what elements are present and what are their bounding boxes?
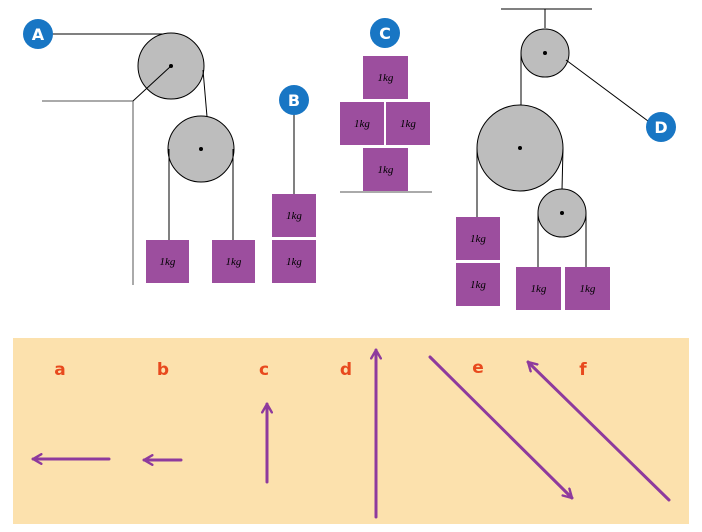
rope: [565, 59, 649, 122]
badge-d-label: D: [654, 118, 667, 137]
badge-b-label: B: [288, 91, 300, 110]
answer-panel-background: [13, 338, 689, 524]
weight-block: [516, 267, 561, 310]
weight-label: 1kg: [354, 118, 370, 130]
rope: [561, 147, 564, 191]
arrow-label-b: b: [157, 360, 169, 380]
arrow-label-c: c: [259, 360, 269, 380]
weight-label: 1kg: [160, 256, 176, 268]
weight-block: [456, 217, 500, 260]
arrow-label-e: e: [472, 358, 484, 378]
weight-label: 1kg: [580, 283, 596, 295]
weight-block: [386, 102, 430, 145]
weight-label: 1kg: [470, 279, 486, 291]
weight-label: 1kg: [378, 164, 394, 176]
badge-c-label: C: [379, 24, 391, 43]
badge-a: [23, 19, 53, 49]
setup-c: 1kg 1kg 1kg 1kg C: [340, 18, 432, 193]
arrow-label-f: f: [579, 360, 587, 380]
weight-label: 1kg: [470, 233, 486, 245]
weight-block: [272, 194, 316, 237]
weight-label: 1kg: [378, 72, 394, 84]
pulley-axle: [518, 146, 522, 150]
pulley-axle: [543, 51, 547, 55]
answer-panel: a b c d e f: [13, 338, 689, 524]
weight-label: 1kg: [286, 210, 302, 222]
pulley-axle: [560, 211, 564, 215]
weight-label: 1kg: [226, 256, 242, 268]
badge-a-label: A: [32, 25, 45, 44]
weight-block: [146, 240, 189, 283]
arrow-label-d: d: [340, 360, 352, 380]
weight-label: 1kg: [286, 256, 302, 268]
weight-block: [363, 148, 408, 191]
pulley-strut: [132, 65, 172, 102]
weight-block: [272, 240, 316, 283]
weight-label: 1kg: [400, 118, 416, 130]
weight-label: 1kg: [531, 283, 547, 295]
weight-block: [212, 240, 255, 283]
badge-c: [370, 18, 400, 48]
weight-block: [565, 267, 610, 310]
setup-b: 1kg 1kg B: [272, 85, 316, 283]
weight-block: [456, 263, 500, 306]
arrow-label-a: a: [54, 360, 65, 380]
weight-block: [363, 56, 408, 99]
setup-a: 1kg 1kg A: [23, 19, 255, 285]
weight-block: [340, 102, 384, 145]
badge-d: [646, 112, 676, 142]
setup-d: 1kg 1kg 1kg 1kg D: [456, 8, 676, 310]
pulley-axle: [169, 64, 173, 68]
pulley-axle: [199, 147, 203, 151]
arrow-f: [526, 360, 671, 502]
badge-b: [279, 85, 309, 115]
arrow-e: [428, 355, 574, 500]
